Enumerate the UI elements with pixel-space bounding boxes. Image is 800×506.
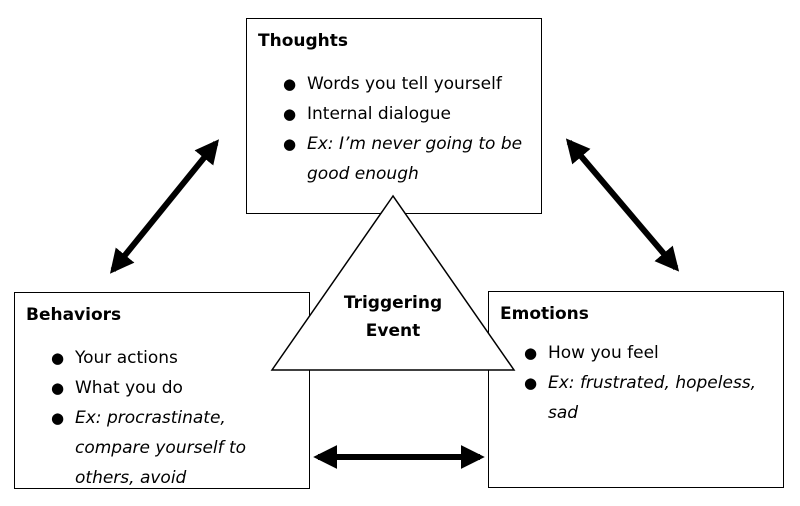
bullet-icon: ● (51, 379, 65, 397)
triggering-event-label-line2: Event (365, 321, 421, 341)
triggering-event-label-line1: Triggering (343, 293, 443, 313)
behaviors-example-line3: others, avoid (75, 468, 187, 488)
thoughts-example-line2: good enough (307, 164, 419, 184)
behaviors-title: Behaviors (26, 305, 122, 325)
behaviors-item-2: What you do (75, 378, 183, 398)
thoughts-item-1: Words you tell yourself (307, 74, 502, 94)
list-item: ● What you do (40, 373, 246, 403)
list-item-continuation: others, avoid (40, 463, 246, 493)
bullet-icon: ● (283, 105, 297, 123)
emotions-title: Emotions (500, 304, 589, 324)
bullet-icon: ● (51, 349, 65, 367)
behaviors-box: Behaviors ● Your actions ● What you do ●… (14, 292, 310, 489)
list-item: ● Ex: frustrated, hopeless, (513, 368, 756, 398)
list-item: ● How you feel (513, 338, 756, 368)
list-item: ● Words you tell yourself (272, 69, 522, 99)
arrow-thoughts-emotions (565, 138, 680, 272)
thoughts-list: ● Words you tell yourself ● Internal dia… (272, 69, 522, 189)
list-item: ● Internal dialogue (272, 99, 522, 129)
triggering-event-triangle (270, 194, 516, 371)
bullet-icon: ● (51, 409, 65, 427)
emotions-example-line1: frustrated, hopeless, (579, 373, 757, 393)
thoughts-example-prefix: Ex: (307, 134, 334, 154)
list-item: ● Your actions (40, 343, 246, 373)
list-item: ● Ex: procrastinate, (40, 403, 246, 433)
behaviors-example-line1: procrastinate, (106, 408, 226, 428)
bullet-icon: ● (283, 75, 297, 93)
thoughts-example-line1: I’m never going to be (338, 134, 523, 154)
list-item-continuation: compare yourself to (40, 433, 246, 463)
behaviors-item-1: Your actions (75, 348, 178, 368)
bullet-icon: ● (283, 135, 297, 153)
list-item-continuation: good enough (272, 159, 522, 189)
emotions-example-line2: sad (548, 403, 579, 423)
thoughts-item-2: Internal dialogue (307, 104, 452, 124)
bullet-icon: ● (524, 374, 538, 392)
list-item-continuation: sad (513, 398, 756, 428)
emotions-list: ● How you feel ● Ex: frustrated, hopeles… (513, 338, 756, 428)
behaviors-example-prefix: Ex: (75, 408, 102, 428)
arrow-thoughts-behaviors (109, 139, 220, 274)
emotions-item-1: How you feel (548, 343, 659, 363)
behaviors-list: ● Your actions ● What you do ● Ex: procr… (40, 343, 246, 493)
bullet-icon: ● (524, 344, 538, 362)
thoughts-title: Thoughts (258, 31, 348, 51)
emotions-box: Emotions ● How you feel ● Ex: frustrated… (488, 291, 784, 488)
thoughts-box: Thoughts ● Words you tell yourself ● Int… (246, 18, 542, 214)
list-item: ● Ex: I’m never going to be (272, 129, 522, 159)
behaviors-example-line2: compare yourself to (75, 438, 247, 458)
emotions-example-prefix: Ex: (548, 373, 575, 393)
